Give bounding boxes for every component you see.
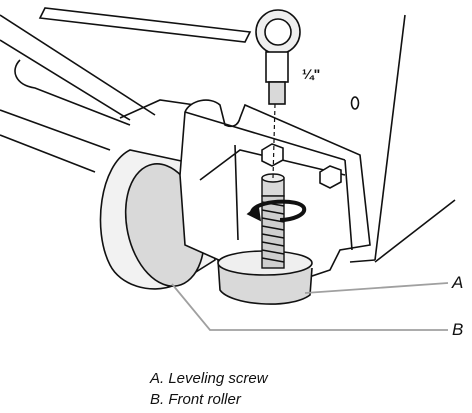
hex-nuts [261, 143, 342, 189]
socket-size-label: ¼" [302, 66, 321, 82]
legend-item-front-roller: B. Front roller [150, 391, 241, 408]
alignment-line [272, 103, 276, 179]
rotation-arrow [246, 199, 307, 222]
leader-line-b [171, 283, 448, 331]
callout-a-label: A [452, 273, 464, 292]
leader-line-a [304, 282, 449, 294]
leveling-screw [261, 173, 285, 269]
leveling-foot [217, 250, 313, 305]
ratchet-wrench [38, 7, 301, 105]
legend-item-leveling-screw: A. Leveling screw [150, 370, 268, 387]
cabinet-panel [349, 14, 456, 263]
frame-rail [0, 14, 196, 173]
callout-b-label: B [452, 320, 464, 339]
